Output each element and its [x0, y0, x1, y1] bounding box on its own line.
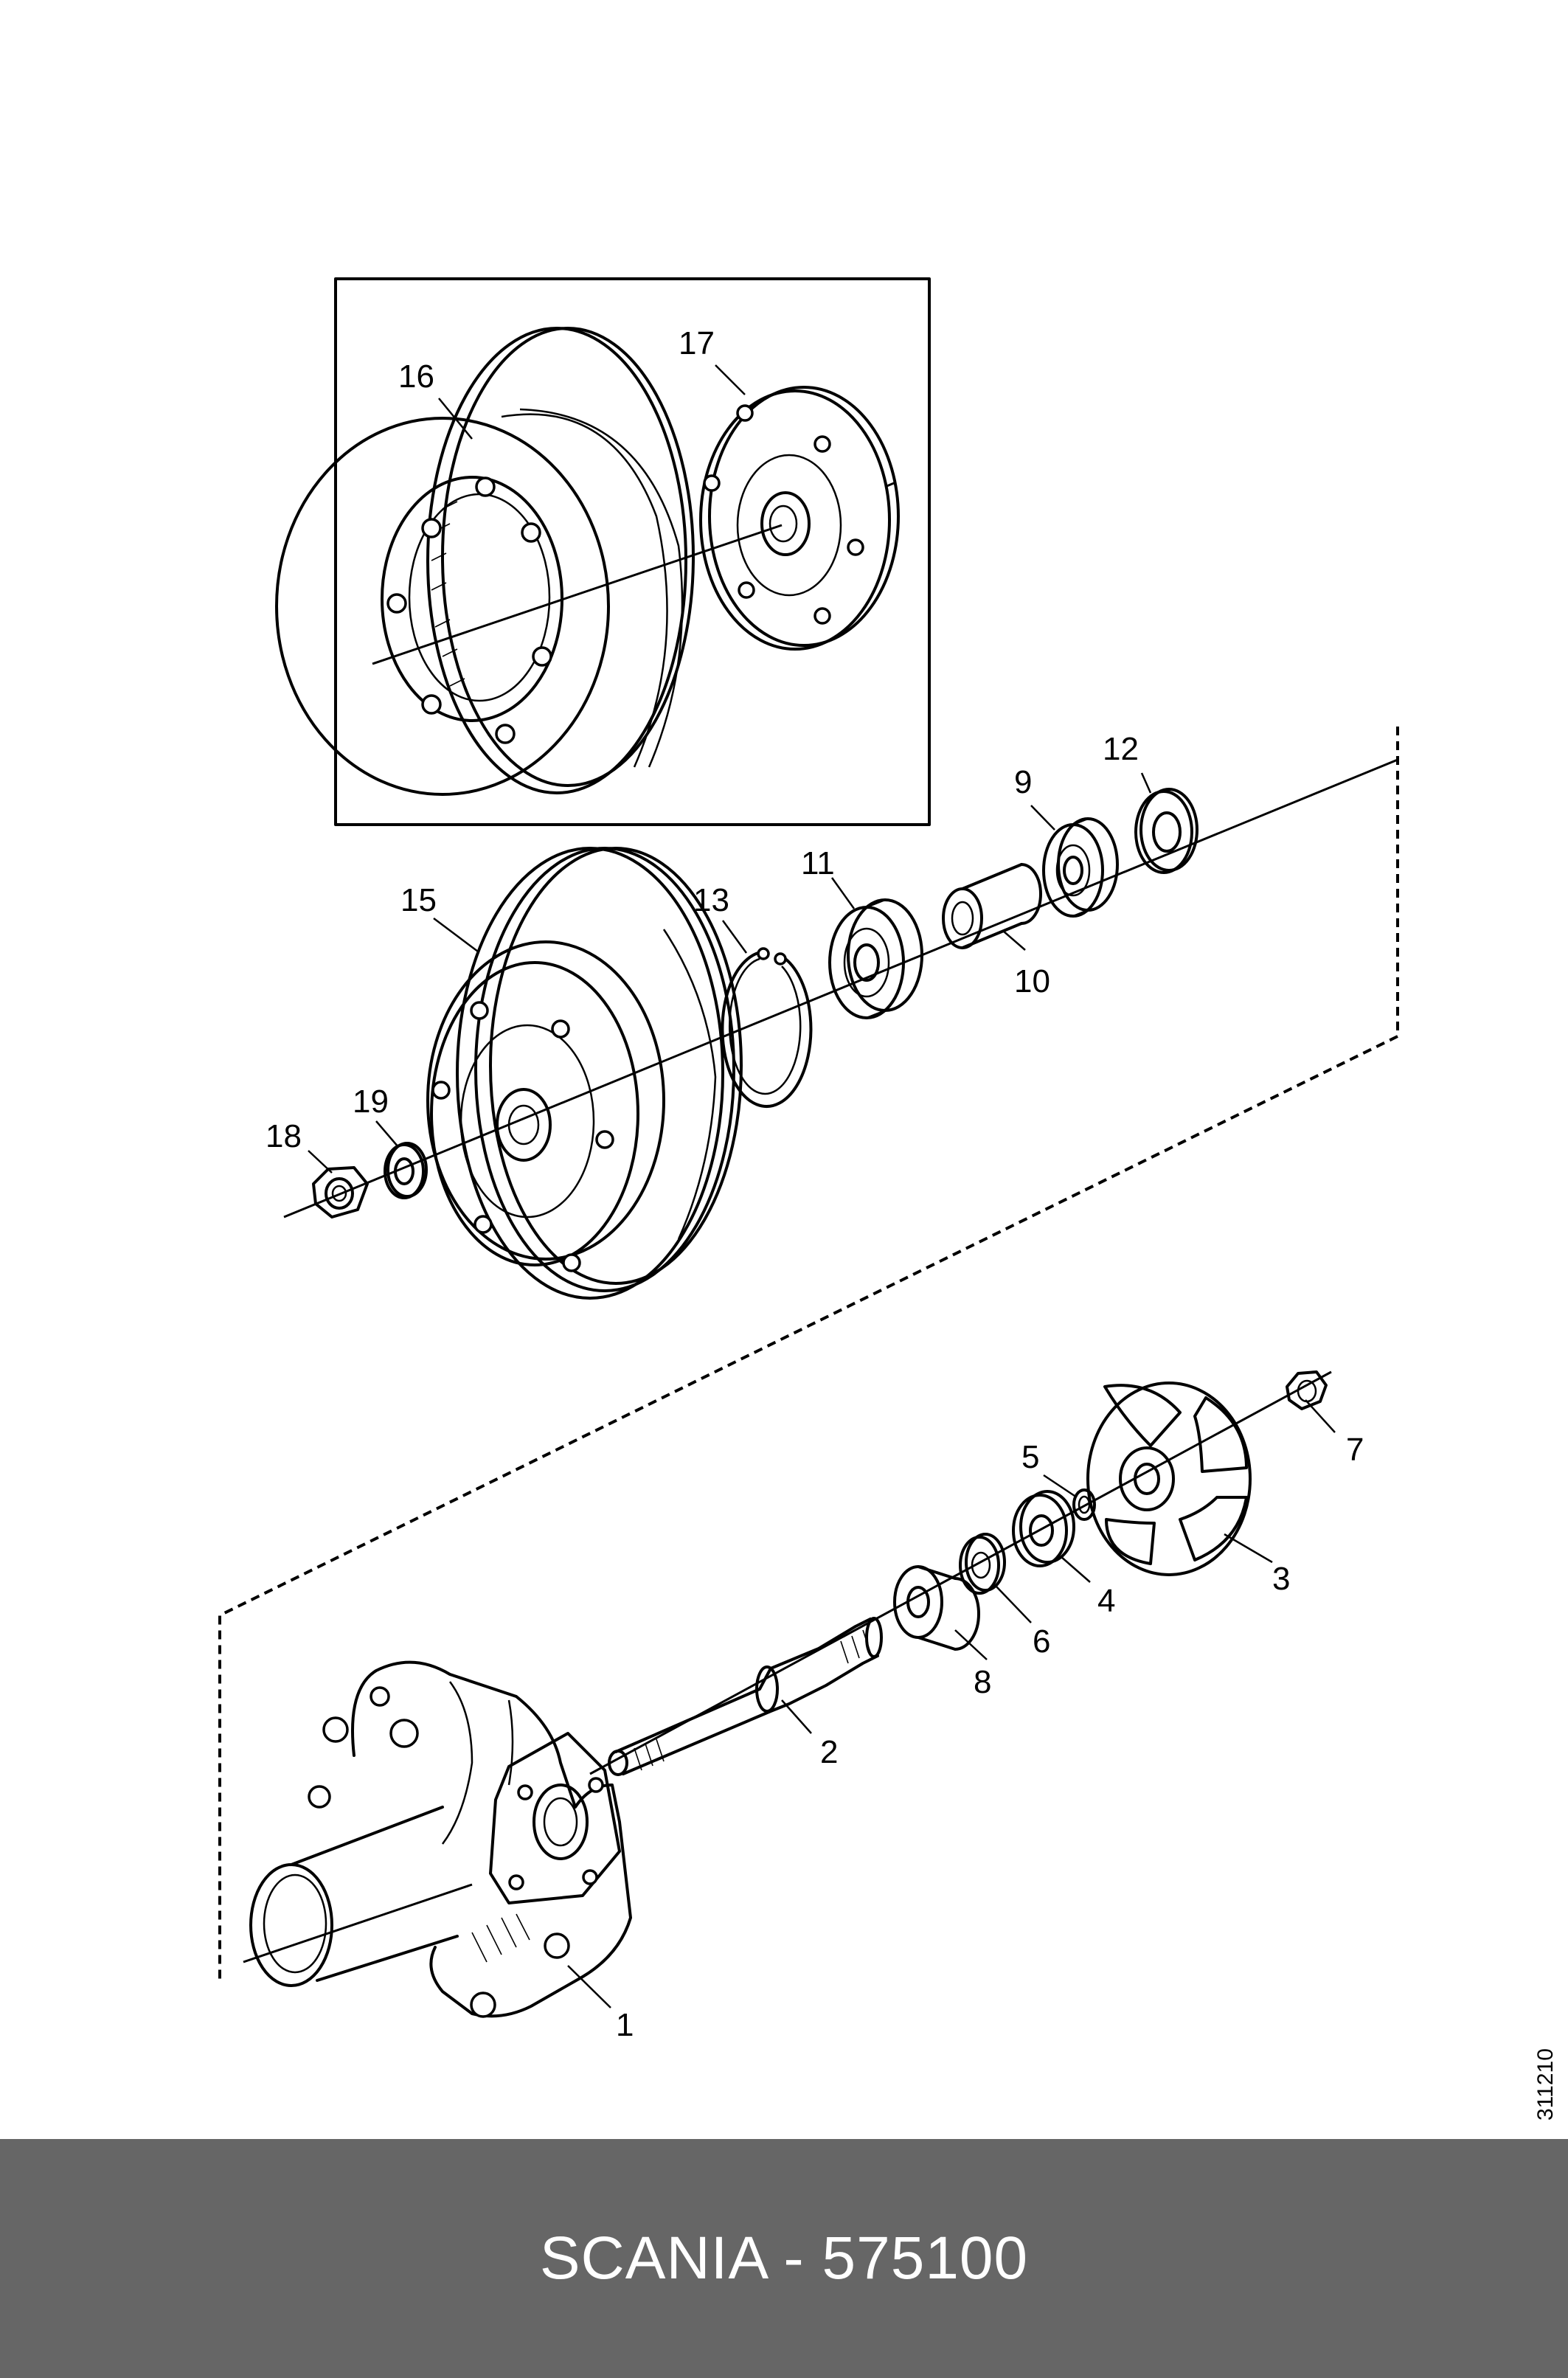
part-15-pulley — [426, 847, 743, 1300]
part-1-pump-housing — [249, 1660, 632, 2018]
part-17-flange-plate — [699, 386, 900, 651]
label-3: 3 — [1272, 1561, 1290, 1597]
part-2-shaft — [608, 1617, 883, 1776]
label-17: 17 — [679, 325, 715, 361]
part-3-impeller — [1086, 1382, 1252, 1576]
part-18-nut — [312, 1166, 369, 1219]
label-16: 16 — [398, 358, 434, 395]
label-1: 1 — [616, 2007, 634, 2043]
part-11-bearing — [828, 898, 923, 1019]
label-19: 19 — [353, 1084, 389, 1120]
label-13: 13 — [693, 882, 729, 918]
label-12: 12 — [1103, 731, 1139, 767]
exploded-parts-diagram: 16 17 12 9 11 13 10 15 19 18 5 7 3 4 6 8… — [218, 277, 1558, 2121]
part-9-bearing — [1042, 817, 1119, 918]
alignment-dashed-line — [218, 727, 1399, 1984]
document-number: 311210 — [1533, 2048, 1558, 2121]
label-5: 5 — [1021, 1439, 1039, 1475]
part-6-ring — [959, 1533, 1006, 1595]
label-18: 18 — [266, 1118, 302, 1154]
footer-bar: SCANIA - 575100 — [0, 2139, 1568, 2378]
leader-lines — [308, 364, 1336, 2008]
part-7-nut — [1286, 1370, 1328, 1410]
part-10-spacer — [942, 863, 1042, 949]
part-8-seal — [893, 1565, 980, 1651]
label-10: 10 — [1014, 963, 1050, 999]
part-13-circlip — [721, 947, 813, 1108]
inset-frame — [334, 277, 931, 826]
label-8: 8 — [974, 1664, 991, 1700]
part-12-seal — [1134, 788, 1198, 874]
part-19-washer — [384, 1142, 428, 1199]
label-6: 6 — [1033, 1623, 1050, 1660]
label-2: 2 — [820, 1734, 838, 1770]
label-4: 4 — [1097, 1583, 1115, 1619]
part-4-seal — [1012, 1490, 1075, 1567]
label-15: 15 — [400, 882, 437, 918]
label-9: 9 — [1014, 764, 1032, 800]
label-11: 11 — [801, 845, 835, 881]
footer-title: SCANIA - 575100 — [539, 2225, 1029, 2292]
part-5-o-ring — [1072, 1488, 1096, 1521]
label-7: 7 — [1346, 1432, 1364, 1468]
part-16-alt-pulley — [275, 327, 695, 796]
